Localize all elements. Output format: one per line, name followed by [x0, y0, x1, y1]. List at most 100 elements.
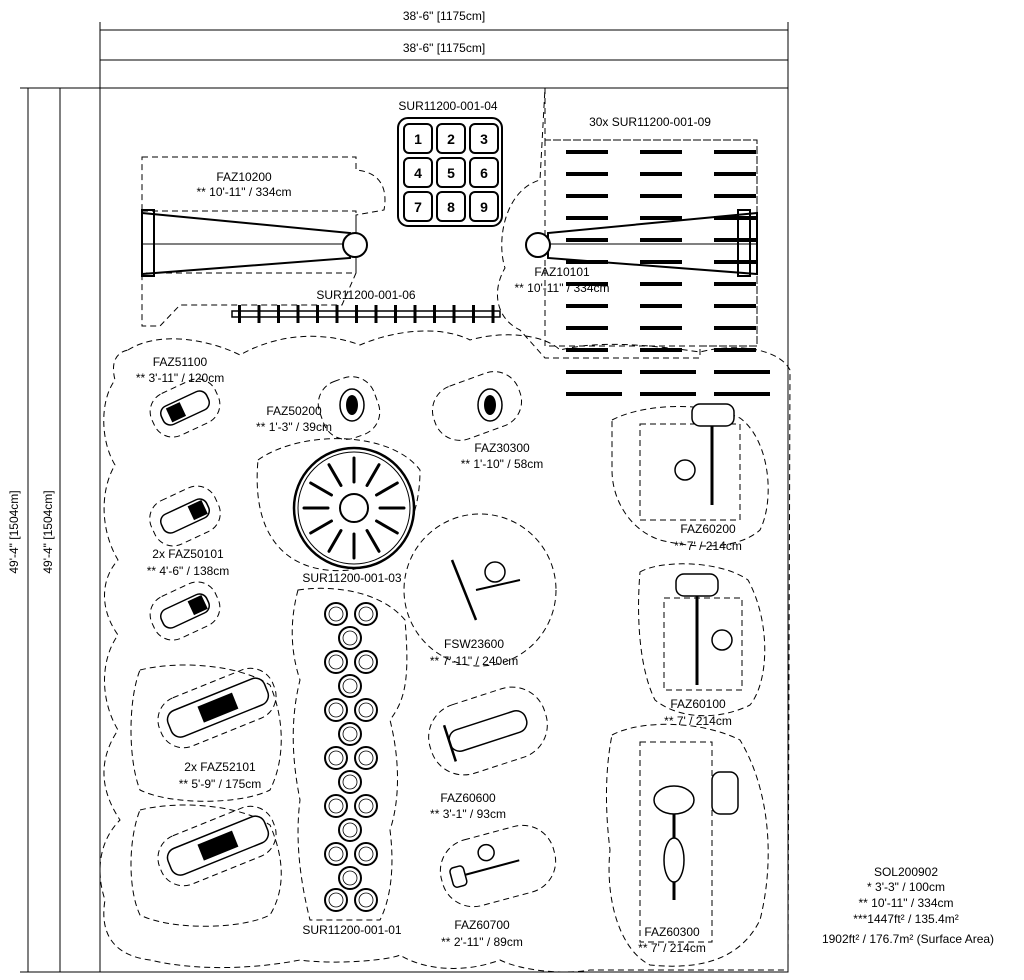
faz60700-symbol: [449, 843, 520, 888]
stepping-circle-inner: [342, 630, 358, 646]
stepping-circle-inner: [358, 606, 374, 622]
stepping-circle-inner: [342, 870, 358, 886]
stepping-circle-inner: [328, 606, 344, 622]
faz51100-name: FAZ51100: [153, 355, 208, 369]
faz30300-size: ** 1'-10" / 58cm: [461, 457, 544, 471]
hatched-zone-faz60300: [639, 741, 713, 943]
stepping-circle-inner: [342, 726, 358, 742]
stepping-circle-inner: [328, 750, 344, 766]
wheel-spoke: [309, 519, 333, 535]
faz10200-size: ** 10'-11" / 334cm: [196, 185, 291, 199]
stepping-bar: [566, 150, 608, 154]
faz52101-name: 2x FAZ52101: [184, 760, 256, 774]
stepping-circle: [324, 650, 348, 674]
ladder-rung: [316, 305, 319, 323]
stepping-bar: [714, 282, 756, 286]
faz60300-symbol: [653, 771, 739, 900]
grid-cell: [403, 191, 433, 222]
grid-number: 1: [414, 131, 422, 147]
wheel-spoke: [375, 519, 399, 535]
stepping-circle-inner: [342, 774, 358, 790]
faz60700-name: FAZ60700: [454, 918, 510, 932]
faz60300-name: FAZ60300: [644, 925, 700, 939]
width-dimension-outer: 38'-6" [1175cm]: [99, 9, 789, 90]
faz60700-size: ** 2'-11" / 89cm: [441, 935, 523, 949]
faz50101-symbol-a: [159, 498, 211, 534]
wheel-spoke: [365, 529, 381, 553]
stepping-circle: [324, 602, 348, 626]
hatched-zone-faz60100: [663, 597, 743, 691]
summary-line2: ** 10'-11" / 334cm: [858, 896, 953, 910]
grid-number: 4: [414, 165, 422, 181]
stepping-circle-inner: [328, 892, 344, 908]
stepping-bar: [714, 260, 756, 264]
faz60600-name: FAZ60600: [440, 791, 496, 805]
ladder-rung: [374, 305, 378, 323]
sur03-name: SUR11200-001-03: [302, 571, 402, 585]
faz60300-size: ** 7' / 214cm: [638, 941, 706, 955]
stepping-circle: [354, 794, 378, 818]
stepping-bar: [640, 348, 682, 352]
grid-number: 6: [480, 165, 488, 181]
ladder-rung: [296, 305, 300, 323]
sur01-name: SUR11200-001-01: [302, 923, 402, 937]
hatched-zone-faz10200: [141, 210, 357, 274]
stepping-bar: [640, 304, 682, 308]
stepping-bar: [714, 370, 770, 374]
grid-cell: [436, 157, 466, 188]
ladder-rung: [394, 305, 397, 323]
fsw23600-name: FSW23600: [444, 637, 504, 651]
hatched-zone-fsw23600: [403, 513, 557, 667]
stepping-circle: [324, 698, 348, 722]
stepping-bar: [714, 150, 756, 154]
faz30300-name: FAZ30300: [474, 441, 530, 455]
ladder-rung: [433, 305, 436, 323]
width-dimension-inner: 38'-6" [1175cm]: [100, 41, 788, 61]
ladder-rung: [335, 305, 339, 323]
faz60100-symbol: [675, 573, 733, 685]
stepping-circle-inner: [358, 702, 374, 718]
sur01-stepping-circles: [324, 602, 378, 912]
faz60200-size: ** 7' / 214cm: [674, 539, 742, 553]
stepping-circle-inner: [358, 846, 374, 862]
width-label-inner: 38'-6" [1175cm]: [403, 41, 485, 55]
stepping-circle: [338, 674, 362, 698]
stepping-bar: [566, 194, 608, 198]
height-dimension-inner: 49'-4" [1504cm]: [41, 88, 61, 972]
stepping-circle-inner: [358, 654, 374, 670]
stepping-bar: [566, 370, 622, 374]
stepping-bar: [640, 172, 682, 176]
stepping-bar: [566, 238, 608, 242]
stepping-circle: [354, 698, 378, 722]
faz50101-symbol-b: [159, 593, 211, 629]
faz60200-symbol: [674, 403, 735, 505]
stepping-circle: [354, 602, 378, 626]
faz10200-arm: [141, 209, 368, 277]
site-boundary: [99, 87, 789, 973]
wheel-spoke: [309, 481, 333, 497]
stepping-bar: [640, 150, 682, 154]
faz52101-symbol-b: [166, 815, 270, 876]
stepping-bar: [714, 348, 756, 352]
grid-cell: [436, 191, 466, 222]
stepping-bar: [714, 304, 756, 308]
stepping-bar: [714, 172, 756, 176]
stepping-circle: [338, 818, 362, 842]
stepping-circle: [338, 626, 362, 650]
summary-id: SOL200902: [874, 865, 938, 879]
stepping-bar: [566, 392, 622, 396]
wheel-spoke: [365, 463, 381, 487]
faz60600-symbol: [442, 710, 528, 762]
fsw23600-symbol: [450, 559, 521, 621]
stepping-bar: [566, 216, 608, 220]
stepping-circle: [338, 866, 362, 890]
faz10200-name: FAZ10200: [216, 170, 272, 184]
stepping-bar: [566, 348, 608, 352]
stepping-circle: [354, 650, 378, 674]
stepping-bar: [566, 282, 608, 286]
stepping-circle: [354, 842, 378, 866]
stepping-bar: [640, 392, 696, 396]
summary-line4: 1902ft² / 176.7m² (Surface Area): [822, 932, 994, 946]
